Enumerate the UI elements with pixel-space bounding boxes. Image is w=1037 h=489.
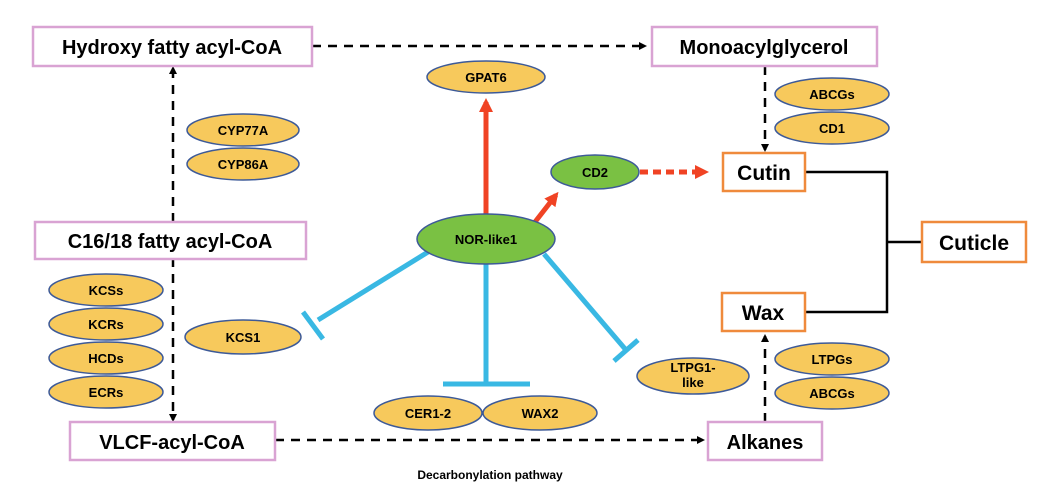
enzyme-ovals: GPAT6 CYP77A CYP86A ABCGs CD1 KCSs KCRs: [48, 60, 890, 431]
box-vlcf-label: VLCF-acyl-CoA: [99, 432, 245, 454]
oval-gpat6-label: GPAT6: [465, 70, 506, 85]
oval-cyp86a-label: CYP86A: [218, 157, 269, 172]
oval-ecrs: ECRs: [48, 375, 164, 409]
decarbonylation-caption: Decarbonylation pathway: [417, 468, 563, 482]
oval-nor-like1: NOR-like1: [416, 213, 556, 265]
oval-cyp86a: CYP86A: [186, 147, 300, 181]
oval-abcgs-bottom: ABCGs: [774, 376, 890, 410]
oval-cd1: CD1: [774, 111, 890, 145]
oval-wax2: WAX2: [482, 395, 598, 431]
box-monoacylglycerol: Monoacylglycerol: [650, 25, 879, 68]
regulator-ovals: CD2 NOR-like1: [416, 154, 640, 265]
box-alkanes: Alkanes: [706, 420, 824, 462]
oval-abcgs-top: ABCGs: [774, 77, 890, 111]
oval-gpat6: GPAT6: [426, 60, 546, 94]
inhibit-bar-ltpg1: [612, 338, 640, 363]
box-cuticle-label: Cuticle: [939, 232, 1009, 255]
box-hydroxy-label: Hydroxy fatty acyl-CoA: [62, 37, 282, 59]
oval-nor-like1-label: NOR-like1: [455, 232, 517, 247]
box-cutin: Cutin: [721, 151, 807, 193]
inhibit-to-kcs1: [316, 249, 430, 323]
oval-hcds-label: HCDs: [88, 351, 123, 366]
oval-kcrs: KCRs: [48, 307, 164, 341]
box-c1618-fatty-acyl-coa: C16/18 fatty acyl-CoA: [33, 220, 308, 261]
oval-ltpgs-label: LTPGs: [812, 352, 853, 367]
oval-cd2-label: CD2: [582, 165, 608, 180]
oval-abcgs-bottom-label: ABCGs: [809, 386, 855, 401]
oval-ltpg1-like: LTPG1- like: [636, 357, 750, 395]
oval-ltpg1-line1: LTPG1-: [670, 360, 715, 375]
oval-ltpgs: LTPGs: [774, 342, 890, 376]
box-c1618-label: C16/18 fatty acyl-CoA: [68, 231, 273, 253]
connector-cutin-wax: [805, 170, 889, 314]
activation-arrows: [479, 98, 709, 224]
oval-wax2-label: WAX2: [522, 406, 559, 421]
oval-cer1-2: CER1-2: [373, 395, 483, 431]
box-vlcf-acyl-coa: VLCF-acyl-CoA: [68, 420, 277, 462]
oval-kcs1: KCS1: [184, 319, 302, 355]
box-hydroxy-fatty-acyl-coa: Hydroxy fatty acyl-CoA: [31, 25, 314, 68]
oval-cd1-label: CD1: [819, 121, 845, 136]
oval-ltpg1-line2: like: [682, 375, 704, 390]
oval-kcrs-label: KCRs: [88, 317, 123, 332]
oval-kcs1-label: KCS1: [226, 330, 261, 345]
box-wax-label: Wax: [742, 302, 785, 325]
oval-cer1-2-label: CER1-2: [405, 406, 451, 421]
oval-abcgs-top-label: ABCGs: [809, 87, 855, 102]
oval-kcss-label: KCSs: [89, 283, 124, 298]
arrow-nor-to-cd2: [533, 191, 559, 224]
pathway-arrows: [169, 42, 769, 444]
cuticle-connector: [805, 170, 922, 314]
oval-cyp77a: CYP77A: [186, 113, 300, 147]
box-alkanes-label: Alkanes: [727, 432, 804, 454]
inhibit-to-ltpg1: [542, 252, 628, 352]
oval-ecrs-label: ECRs: [89, 385, 124, 400]
box-cutin-label: Cutin: [737, 162, 791, 185]
inhibition-lines: [300, 249, 640, 387]
oval-cyp77a-label: CYP77A: [218, 123, 269, 138]
box-wax: Wax: [720, 291, 807, 333]
oval-kcss: KCSs: [48, 273, 164, 307]
oval-cd2: CD2: [550, 154, 640, 190]
box-cuticle: Cuticle: [920, 220, 1028, 264]
oval-hcds: HCDs: [48, 341, 164, 375]
metabolite-boxes: Hydroxy fatty acyl-CoA Monoacylglycerol …: [31, 25, 879, 462]
box-monoacylglycerol-label: Monoacylglycerol: [680, 37, 849, 59]
inhibit-bar-kcs1: [300, 310, 326, 341]
product-boxes: Cutin Wax Cuticle: [720, 151, 1028, 333]
